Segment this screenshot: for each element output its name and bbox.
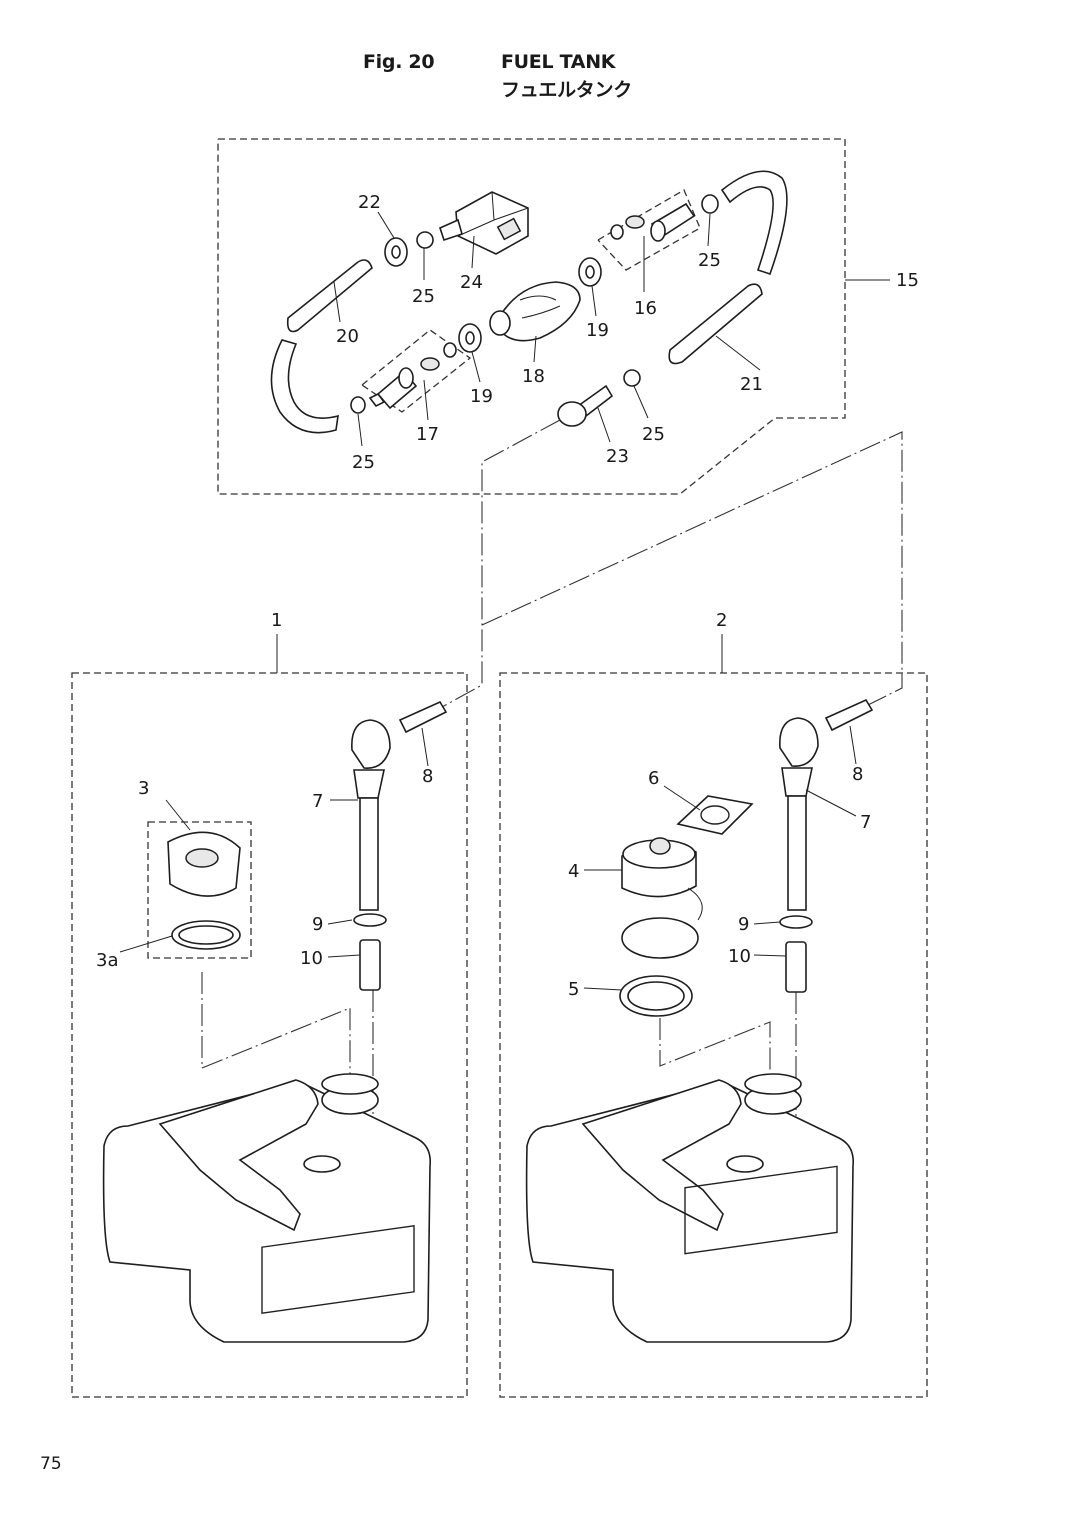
callout-25: 25 <box>698 250 721 271</box>
callout-8: 8 <box>422 766 433 787</box>
callout-22: 22 <box>358 192 381 213</box>
callout-6: 6 <box>648 768 659 789</box>
callout-18: 18 <box>522 366 545 387</box>
tank-2-label-recess <box>684 1165 838 1255</box>
clamp-25-d <box>701 194 719 214</box>
connector-8-right <box>824 698 874 732</box>
callout-10: 10 <box>300 948 323 969</box>
callout-labels: 22 25 24 20 17 25 19 18 19 16 25 15 21 2… <box>96 192 919 1000</box>
tank-2-port <box>726 1155 764 1173</box>
connector-17-tip <box>368 392 386 408</box>
callout-17: 17 <box>416 424 439 445</box>
fitting-23-nut <box>557 401 587 427</box>
callout-19: 19 <box>586 320 609 341</box>
gauge-label-6 <box>676 795 754 835</box>
callout-23: 23 <box>606 446 629 467</box>
cap-gasket <box>621 917 699 959</box>
collar-22-bore <box>391 245 401 259</box>
hose-20-lower <box>270 339 339 434</box>
elbow-7-right <box>779 717 819 767</box>
fitting-24-body <box>455 191 529 255</box>
callout-21: 21 <box>740 374 763 395</box>
figure-number: Fig. 20 <box>363 51 435 73</box>
elbow-7-left <box>351 719 391 769</box>
fuel-line-group-box <box>217 138 846 495</box>
connector-16-seal <box>610 224 624 240</box>
callout-15: 15 <box>896 270 919 291</box>
callout-3a: 3a <box>96 950 118 971</box>
filler-cap-4-vent <box>649 837 671 855</box>
vent-cap-3-center <box>185 848 219 868</box>
page-title-japanese: フュエルタンク <box>501 79 632 101</box>
connector-17-spring <box>420 357 440 371</box>
connector-16-spring <box>625 215 645 229</box>
callout-7: 7 <box>860 812 871 833</box>
tank-1-group-box <box>71 672 468 1398</box>
o-ring-9-left <box>353 913 387 927</box>
o-ring-9-right <box>779 915 813 929</box>
connector-16-box <box>597 189 701 271</box>
callout-9: 9 <box>738 914 749 935</box>
fitting-24-window <box>496 217 522 241</box>
fuel-tank-assembly-1 <box>71 634 468 1398</box>
cap-3-box <box>147 821 252 959</box>
callout-7: 7 <box>312 791 323 812</box>
tank-2-handle <box>581 1079 742 1232</box>
fuel-tank-assembly-2 <box>499 634 928 1398</box>
tank-1-label-recess <box>261 1225 415 1314</box>
callout-16: 16 <box>634 298 657 319</box>
callout-3: 3 <box>138 778 149 799</box>
connector-17-box <box>361 329 472 413</box>
tank-2-group-box <box>499 672 928 1398</box>
connector-8-left <box>398 700 448 734</box>
primer-bulb-outlet <box>489 310 511 336</box>
hose-20 <box>286 259 373 333</box>
callout-25: 25 <box>642 424 665 445</box>
callout-4: 4 <box>568 861 579 882</box>
callout-20: 20 <box>336 326 359 347</box>
hose-15-right <box>720 170 788 276</box>
pickup-tube-7-left <box>359 797 379 911</box>
callout-24: 24 <box>460 272 483 293</box>
callout-9: 9 <box>312 914 323 935</box>
clamp-25-b <box>416 231 434 249</box>
primer-bulb-18 <box>499 281 581 342</box>
connector-16-nut <box>650 220 666 242</box>
page-title: FUEL TANK <box>501 51 616 73</box>
callout-leader-lines <box>119 211 857 991</box>
fuel-line-assembly <box>217 138 890 495</box>
strainer-10-right <box>785 941 807 993</box>
tank-1-port <box>303 1155 341 1173</box>
fitting-24-barb <box>439 218 463 242</box>
page-number: 75 <box>40 1454 62 1474</box>
callout-2: 2 <box>716 610 727 631</box>
callout-10: 10 <box>728 946 751 967</box>
connector-17-seal <box>443 342 457 358</box>
strainer-10-left <box>359 939 381 991</box>
hose-21 <box>668 283 763 365</box>
callout-8: 8 <box>852 764 863 785</box>
clamp-25-a <box>350 396 366 414</box>
callout-25: 25 <box>412 286 435 307</box>
callout-19: 19 <box>470 386 493 407</box>
connector-17-nut <box>398 367 414 389</box>
tank-1-handle <box>158 1079 319 1232</box>
tank-fitting-7-left <box>353 769 385 799</box>
clamp-25-c <box>623 369 641 387</box>
pickup-tube-7-right <box>787 795 807 911</box>
tank-fitting-7-right <box>781 767 813 797</box>
callout-5: 5 <box>568 979 579 1000</box>
callout-25: 25 <box>352 452 375 473</box>
callout-1: 1 <box>271 610 282 631</box>
